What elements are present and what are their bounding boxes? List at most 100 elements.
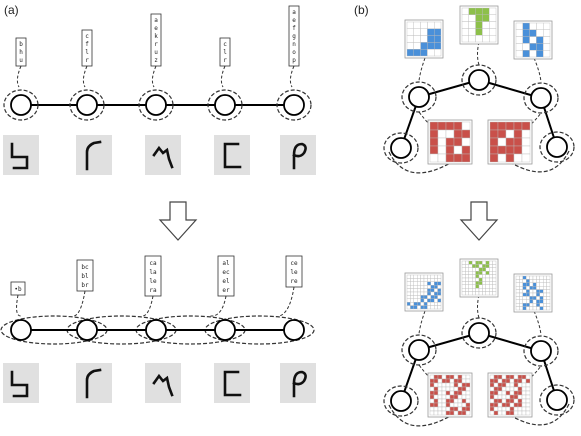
grid-cell (461, 28, 470, 36)
label-tag: clr (219, 37, 231, 88)
grid-cell (430, 291, 435, 296)
glyph-stroke (292, 142, 307, 170)
grid-cell (429, 145, 439, 155)
grid-cell (521, 137, 531, 147)
grid-cell (539, 296, 544, 300)
grid-cell (423, 281, 428, 286)
grid-cell (461, 386, 467, 392)
grid-cell (485, 274, 490, 279)
grid-cell (526, 296, 530, 300)
factor-ellipse (539, 131, 575, 163)
grid-cell (465, 398, 471, 404)
grid-cell (485, 271, 490, 275)
grid-cell (482, 260, 486, 265)
grid-cell (430, 302, 435, 306)
grid-cell (521, 378, 527, 384)
grid-cell (492, 291, 497, 296)
label-tag: bhu (15, 37, 27, 88)
grid-cell (546, 289, 551, 294)
grid-cell (492, 277, 497, 282)
grid-cell (526, 275, 530, 280)
grid-cell (465, 378, 471, 384)
panel-a-label: (a) (4, 3, 19, 17)
grid-cell (485, 281, 490, 285)
grid-cell (445, 145, 455, 155)
grid-cell (465, 394, 471, 400)
grid-cell (497, 137, 507, 147)
tag-connector (82, 65, 88, 88)
grid-cell (489, 288, 493, 292)
factor-link (388, 151, 453, 174)
tag-char: g (292, 33, 296, 40)
grid-cell (543, 282, 547, 287)
grid-cell (519, 299, 524, 304)
grid-cell (532, 306, 537, 311)
grid-cell (517, 406, 523, 412)
pair-label-tag: •b (10, 281, 26, 317)
tree-node (546, 389, 568, 411)
panel-a-top-glyphs (3, 135, 316, 175)
grid-cell (513, 137, 523, 147)
grid-cell (536, 29, 544, 37)
grid-cell (449, 386, 455, 392)
grid-cell (445, 153, 455, 163)
grid-cell (441, 374, 447, 380)
grid-cell (482, 35, 490, 43)
grid-cell (461, 374, 467, 380)
tag-connector (16, 294, 22, 317)
grid-cell (423, 285, 428, 289)
grid-cell (434, 278, 438, 282)
tag-line: er (222, 287, 230, 294)
grid-connector (418, 310, 426, 335)
factor-ellipse (523, 82, 559, 114)
grid-cell (509, 402, 515, 408)
tree-node (390, 137, 412, 159)
glyph-cell (214, 135, 250, 175)
grid-cell (441, 402, 447, 408)
grid-cell (492, 260, 497, 265)
grid-cell (539, 289, 544, 294)
grid-cell (449, 394, 455, 400)
grid-cell (529, 50, 537, 58)
grid-cell (437, 278, 442, 282)
grid-cell (522, 279, 527, 283)
grid-cell (461, 121, 471, 131)
grid-cell (521, 153, 531, 163)
tree-node (408, 339, 430, 361)
grid-cell (489, 386, 495, 392)
grid-cell (437, 305, 442, 310)
tree-node (530, 340, 552, 362)
grid-cell (453, 386, 459, 392)
grid-cell (461, 288, 466, 292)
chain-node (76, 319, 98, 341)
grid-cell (505, 402, 511, 408)
grid-cell (441, 390, 447, 396)
grid-cell (437, 145, 447, 155)
grid-cell (445, 382, 451, 388)
tag-char: e (292, 17, 296, 24)
grid-cell (519, 303, 524, 307)
glyph-cell (3, 363, 39, 403)
grid-cell (482, 281, 486, 285)
grid-cell (489, 277, 493, 282)
grid-cell (429, 386, 435, 392)
grid-cell (489, 260, 493, 265)
grid-cell (475, 21, 483, 29)
grid-cell (413, 305, 418, 310)
grid-cell (521, 121, 531, 131)
grid-cell (410, 278, 414, 282)
grid-cell (430, 295, 435, 299)
grid-cell (513, 394, 519, 400)
grid-cell (501, 386, 507, 392)
grid-cell (482, 7, 490, 16)
grid-cell (521, 145, 531, 155)
grid-cell (543, 22, 551, 31)
grid-cell (434, 295, 438, 299)
glyph-background (76, 363, 112, 403)
grid-cell (505, 137, 515, 147)
grid-cell (434, 274, 438, 279)
tag-line: br (81, 282, 89, 289)
